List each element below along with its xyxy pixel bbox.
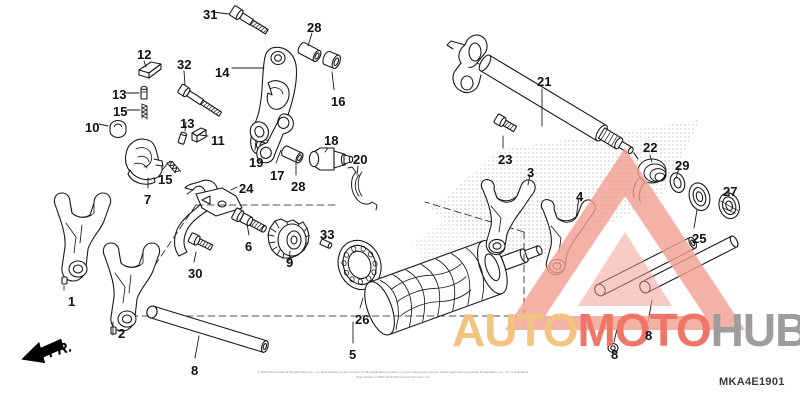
diagram-id-code: MKA4E1901 bbox=[719, 376, 785, 388]
callout-number-5[interactable]: 5 bbox=[349, 347, 357, 362]
watermark-wordmark: AUTOMOTOHUB bbox=[452, 307, 800, 353]
watermark-text-auto: AUTO bbox=[452, 304, 578, 356]
callout-number-10[interactable]: 10 bbox=[85, 120, 100, 135]
watermark-text-hub: HUB bbox=[710, 304, 800, 356]
callout-number-16[interactable]: 16 bbox=[331, 94, 346, 109]
callout-number-8[interactable]: 8 bbox=[191, 363, 199, 378]
callout-number-7[interactable]: 7 bbox=[144, 192, 152, 207]
callout-number-29[interactable]: 29 bbox=[675, 158, 690, 173]
callout-number-27[interactable]: 27 bbox=[723, 184, 738, 199]
callout-number-18[interactable]: 18 bbox=[324, 133, 339, 148]
front-direction-arrow bbox=[21, 338, 64, 364]
callout-number-1[interactable]: 1 bbox=[68, 294, 76, 309]
copyright-line-2: Page Design © 2004-2013 ARI Network Serv… bbox=[356, 374, 430, 379]
callout-number-8[interactable]: 8 bbox=[645, 328, 653, 343]
callout-number-17[interactable]: 17 bbox=[270, 168, 285, 183]
callout-number-30[interactable]: 30 bbox=[188, 266, 203, 281]
callout-number-20[interactable]: 20 bbox=[353, 152, 368, 167]
callout-number-26[interactable]: 26 bbox=[355, 312, 370, 327]
callout-number-24[interactable]: 24 bbox=[239, 181, 254, 196]
callout-number-12[interactable]: 12 bbox=[137, 47, 152, 62]
callout-number-8[interactable]: 8 bbox=[611, 347, 619, 362]
callout-number-11[interactable]: 11 bbox=[211, 133, 225, 148]
callout-number-22[interactable]: 22 bbox=[643, 140, 658, 155]
callout-number-21[interactable]: 21 bbox=[537, 74, 552, 89]
callout-number-3[interactable]: 3 bbox=[527, 165, 535, 180]
callout-number-13[interactable]: 13 bbox=[180, 116, 195, 131]
callout-number-19[interactable]: 19 bbox=[249, 155, 264, 170]
callout-number-4[interactable]: 4 bbox=[576, 189, 584, 204]
copyright-line-1: © 2003-2013 American Honda Motor Co., In… bbox=[257, 370, 529, 374]
callout-number-2[interactable]: 2 bbox=[118, 326, 126, 341]
callout-number-9[interactable]: 9 bbox=[286, 255, 294, 270]
callout-number-15[interactable]: 15 bbox=[113, 104, 128, 119]
callout-number-23[interactable]: 23 bbox=[498, 152, 513, 167]
callout-number-13[interactable]: 13 bbox=[112, 87, 127, 102]
callout-number-6[interactable]: 6 bbox=[245, 239, 253, 254]
callout-number-25[interactable]: 25 bbox=[692, 231, 707, 246]
callout-number-32[interactable]: 32 bbox=[177, 57, 192, 72]
callout-number-28[interactable]: 28 bbox=[307, 20, 322, 35]
callout-number-33[interactable]: 33 bbox=[320, 227, 335, 242]
callout-number-14[interactable]: 14 bbox=[215, 65, 230, 80]
callout-number-31[interactable]: 31 bbox=[203, 7, 218, 22]
callout-number-15[interactable]: 15 bbox=[158, 172, 173, 187]
copyright-notice: © 2003-2013 American Honda Motor Co., In… bbox=[228, 370, 558, 379]
watermark-text-moto: MOTO bbox=[577, 304, 712, 356]
callout-number-28[interactable]: 28 bbox=[291, 179, 306, 194]
